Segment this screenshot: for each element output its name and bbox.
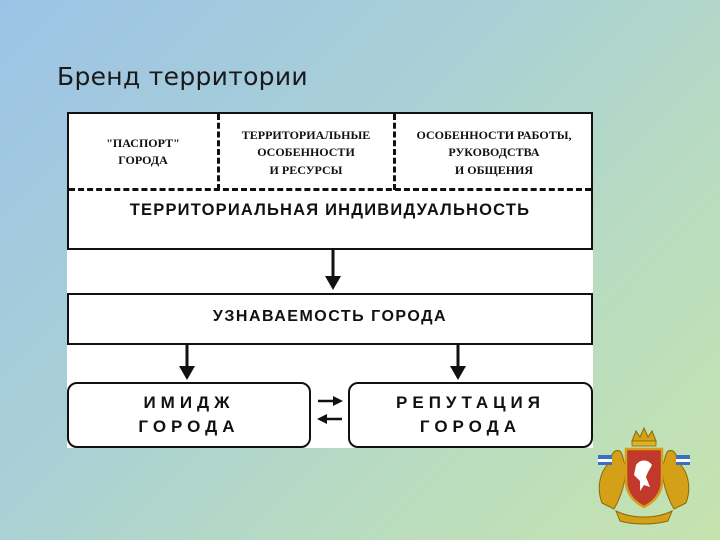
arrow-recognition-to-image [179,345,195,380]
arrows [179,250,466,424]
image-label: ИМИДЖ ГОРОДА [138,393,240,436]
work-features-cell: ОСОБЕННОСТИ РАБОТЫ, РУКОВОДСТВА И ОБЩЕНИ… [416,127,572,177]
identity-box: "ПАСПОРТ" ГОРОДА ТЕРРИТОРИАЛЬНЫЕ ОСОБЕНН… [67,112,593,250]
arrow-recognition-to-reputation [450,345,466,380]
arrow-image-to-reputation [318,396,343,406]
territorial-identity-label: ТЕРРИТОРИАЛЬНАЯ ИНДИВИДУАЛЬНОСТЬ [129,201,531,219]
cell-divider [393,114,396,190]
arrow-identity-to-recognition [325,250,341,290]
arrow-reputation-to-image [317,414,342,424]
recognition-label: УЗНАВАЕМОСТЬ ГОРОДА [212,308,448,325]
passport-cell: "ПАСПОРТ" ГОРОДА [106,135,180,167]
reputation-label: РЕПУТАЦИЯ ГОРОДА [396,393,545,436]
reputation-box: РЕПУТАЦИЯ ГОРОДА [348,382,593,448]
diagram: "ПАСПОРТ" ГОРОДА ТЕРРИТОРИАЛЬНЫЕ ОСОБЕНН… [67,112,593,448]
cell-divider [217,114,220,190]
territorial-features-cell: ТЕРРИТОРИАЛЬНЫЕ ОСОБЕННОСТИ И РЕСУРСЫ [241,127,371,177]
slide-title: Бренд территории [57,62,308,91]
image-box: ИМИДЖ ГОРОДА [67,382,311,448]
coat-of-arms-icon [598,426,690,525]
section-divider [69,188,591,191]
recognition-box: УЗНАВАЕМОСТЬ ГОРОДА [67,293,593,345]
